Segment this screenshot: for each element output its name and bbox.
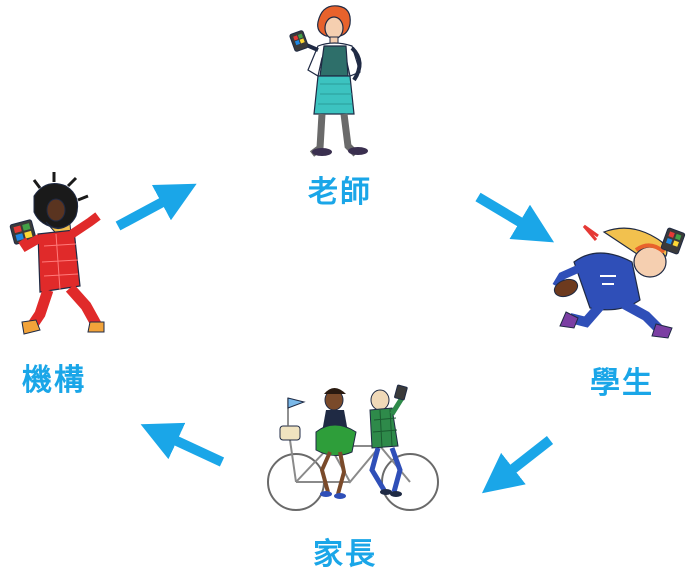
parents-tandem-bicycle-illustration-icon — [267, 384, 439, 511]
arrow-student-to-parent — [481, 436, 554, 494]
arrow-teacher-to-student — [475, 192, 555, 243]
cycle-arrows — [115, 183, 555, 494]
node-label-teacher: 老師 — [308, 175, 372, 210]
node-label-parent: 家長 — [313, 537, 377, 572]
arrow-parent-to-institution — [140, 422, 225, 467]
node-label-student: 學生 — [590, 366, 654, 401]
teacher-illustration-icon — [289, 5, 368, 157]
node-label-institution: 機構 — [22, 363, 86, 398]
arrow-institution-to-teacher — [115, 183, 197, 231]
institution-dancer-illustration-icon — [9, 172, 105, 335]
student-football-player-illustration-icon — [552, 224, 686, 339]
